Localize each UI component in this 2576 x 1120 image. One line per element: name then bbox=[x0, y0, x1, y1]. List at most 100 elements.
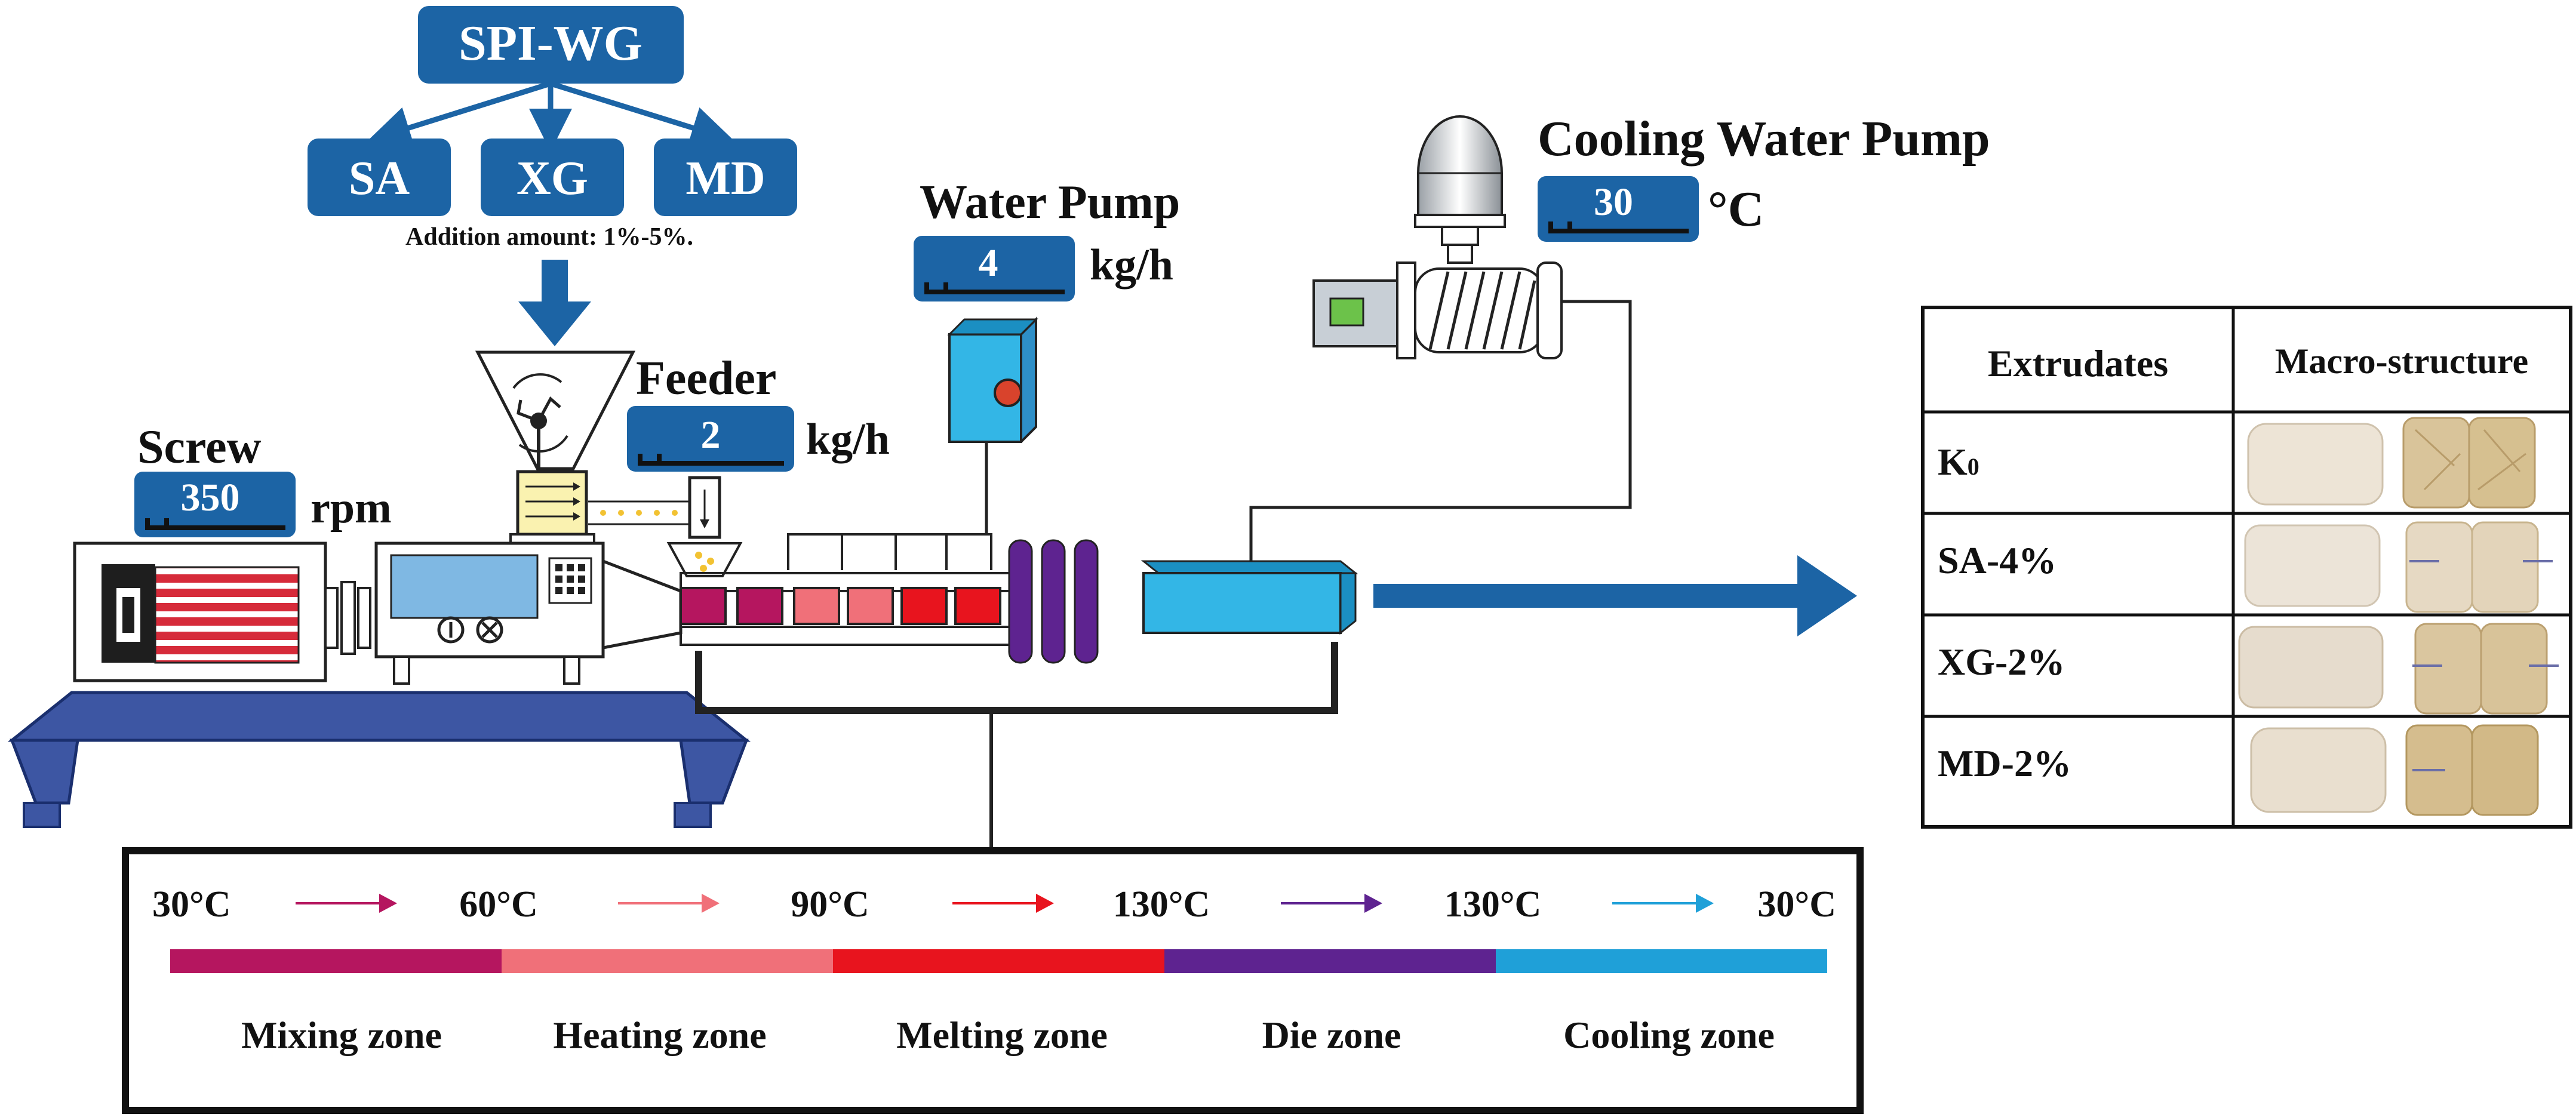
zone-bar-heating bbox=[502, 949, 833, 973]
xg-box bbox=[481, 139, 624, 216]
temp-arrow-die bbox=[1281, 894, 1382, 913]
extrudates-table: Extrudates Macro-structure K0 SA-4% XG-2… bbox=[1921, 306, 2572, 829]
cooling-die bbox=[1142, 572, 1342, 634]
hopper-funnel bbox=[475, 350, 636, 470]
feeder-unit: kg/h bbox=[806, 415, 890, 464]
barrel-segment-melting-1 bbox=[900, 587, 948, 625]
zone-label-melting: Melting zone bbox=[896, 1014, 1108, 1056]
feeder-value: 2 bbox=[701, 413, 721, 457]
cooling-pump-status-light bbox=[1329, 297, 1364, 327]
spi-wg-label: SPI-WG bbox=[459, 16, 643, 71]
barrel-clamp-bottom bbox=[680, 626, 1016, 646]
md-box bbox=[654, 139, 797, 216]
temp-label-1: 60°C bbox=[459, 884, 538, 925]
zone-bar-melting bbox=[833, 949, 1164, 973]
control-display bbox=[390, 554, 539, 619]
temp-arrow-mixing bbox=[296, 894, 397, 913]
temp-label-0: 30°C bbox=[152, 884, 231, 925]
additive-xg-label: XG bbox=[517, 152, 588, 205]
additive-sa-label: SA bbox=[349, 152, 410, 205]
coupling-3 bbox=[357, 587, 371, 649]
sample-photo-md bbox=[2250, 724, 2539, 816]
cooling-pump-unit: °C bbox=[1708, 181, 1764, 237]
water-pump-group: Water Pump 4 kg/h bbox=[914, 176, 1180, 534]
screw-value-box bbox=[134, 472, 296, 537]
branch-arrow-md bbox=[549, 81, 734, 149]
die-ring-2 bbox=[1041, 539, 1066, 664]
table-row-xg-label: XG-2% bbox=[1938, 641, 2065, 683]
cooling-water-line bbox=[1249, 300, 1632, 561]
barrel-inlet-funnel bbox=[666, 542, 743, 577]
coupling-2 bbox=[340, 581, 356, 655]
base-leg-right bbox=[679, 739, 749, 805]
cooling-pump-value-box bbox=[1538, 176, 1699, 242]
coupling-1 bbox=[324, 587, 339, 649]
base-foot-right bbox=[674, 802, 712, 828]
feed-arrow-shaft bbox=[542, 260, 568, 301]
sa-box bbox=[308, 139, 451, 216]
sample-photo-xg bbox=[2238, 623, 2559, 715]
base-foot-left bbox=[23, 802, 61, 828]
branch-arrow-sa bbox=[367, 81, 552, 149]
cooling-die-top bbox=[1141, 560, 1358, 574]
temp-label-5: 30°C bbox=[1757, 884, 1836, 925]
table-header-macro-structure: Macro-structure bbox=[2275, 341, 2528, 381]
additive-md-label: MD bbox=[686, 152, 765, 205]
feeder-label: Feeder bbox=[636, 352, 776, 405]
cooling-pump-motor bbox=[1417, 115, 1503, 216]
ingredients-tree: SPI-WG SA XG MD Addition amount: 1%-5%. bbox=[308, 6, 797, 346]
cooling-pump-group: Cooling Water Pump 30 °C bbox=[1249, 111, 1990, 561]
gearbox-taper bbox=[601, 559, 683, 650]
zone-bar-cooling bbox=[1496, 949, 1827, 973]
feed-granules bbox=[600, 510, 678, 516]
die-ring-1 bbox=[1008, 539, 1033, 664]
extruder-drive bbox=[7, 541, 751, 828]
product-flow-arrow bbox=[1373, 555, 1857, 636]
sample-photo-sa bbox=[2244, 521, 2553, 613]
barrel-segment-heating-2 bbox=[847, 587, 894, 625]
zone-bar-die bbox=[1164, 949, 1496, 973]
screw-label: Screw bbox=[137, 421, 262, 473]
temp-arrow-heating bbox=[618, 894, 720, 913]
zone-label-die: Die zone bbox=[1262, 1014, 1401, 1056]
water-pump-value-box bbox=[914, 236, 1075, 301]
hopper bbox=[475, 350, 743, 577]
temperature-zone-panel: 30°C 60°C 90°C 130°C 130°C 30°C Mixing z… bbox=[122, 847, 1864, 1114]
feeder-value-box bbox=[627, 406, 794, 472]
zone-label-cooling: Cooling zone bbox=[1563, 1014, 1775, 1056]
water-pump-label: Water Pump bbox=[920, 176, 1180, 229]
cooling-pump-label: Cooling Water Pump bbox=[1538, 111, 1990, 167]
barrel-segment-melting-2 bbox=[954, 587, 1001, 625]
feeder-label-group: Feeder 2 kg/h bbox=[627, 352, 890, 472]
table-header-extrudates: Extrudates bbox=[1988, 342, 2168, 384]
temp-arrow-cooling bbox=[1612, 894, 1714, 913]
temp-label-3: 130°C bbox=[1113, 884, 1210, 925]
zone-label-mixing: Mixing zone bbox=[241, 1014, 442, 1056]
process-bracket bbox=[695, 642, 1338, 714]
barrel-segment-heating-1 bbox=[793, 587, 840, 625]
extruder-barrel bbox=[680, 533, 1358, 664]
screw-label-group: Screw 350 rpm bbox=[134, 421, 392, 537]
cooling-pump-coil bbox=[1428, 271, 1536, 350]
water-manifold bbox=[787, 533, 992, 570]
spi-wg-box bbox=[418, 6, 684, 84]
cooling-pump-value: 30 bbox=[1594, 180, 1633, 224]
water-pump-value: 4 bbox=[979, 241, 998, 285]
base-frame-top bbox=[7, 691, 751, 742]
addition-amount-note: Addition amount: 1%-5%. bbox=[405, 223, 693, 251]
table-row-k0-label: K0 bbox=[1938, 441, 1979, 483]
sample-photo-k0 bbox=[2247, 417, 2536, 509]
barrel-segment-mixing-2 bbox=[736, 587, 783, 625]
table-row-md-label: MD-2% bbox=[1938, 742, 2071, 784]
temp-label-2: 90°C bbox=[791, 884, 869, 925]
feed-arrow-head bbox=[518, 301, 591, 346]
motor-winding bbox=[154, 566, 300, 664]
base-leg-left bbox=[10, 739, 79, 805]
temp-arrow-melting bbox=[952, 894, 1054, 913]
zone-bar-mixing bbox=[170, 949, 502, 973]
die-ring-3 bbox=[1074, 539, 1099, 664]
cooling-pump-coil-housing bbox=[1414, 267, 1545, 353]
zone-panel-frame bbox=[122, 847, 1864, 1114]
